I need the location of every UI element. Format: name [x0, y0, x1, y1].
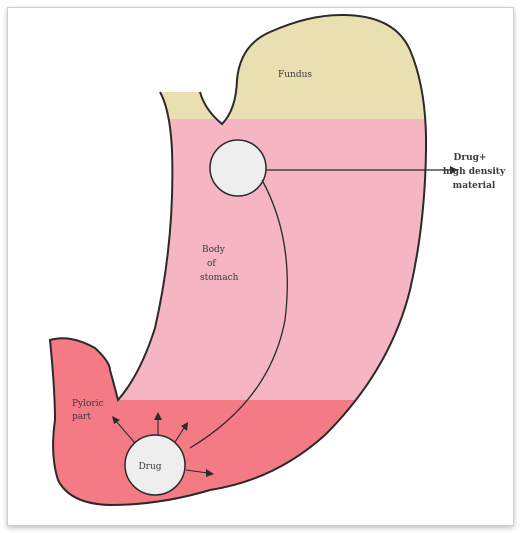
drug-material-label-line2: high density	[443, 167, 506, 177]
fundus-label: Fundus	[278, 70, 312, 80]
pyloric-label-line2: part	[72, 412, 91, 422]
drug-material-label-line1: Drug+	[454, 153, 487, 163]
drug-pellet-upper	[210, 140, 266, 196]
pyloric-region-left	[0, 330, 120, 410]
drug-material-label-line3: material	[453, 181, 496, 191]
body-label-line1: Body	[202, 245, 226, 255]
body-label-line2: of	[207, 259, 216, 269]
fundus-region	[0, 0, 521, 119]
body-label-line3: stomach	[200, 273, 239, 283]
drug-pellet-label: Drug	[138, 462, 161, 472]
pyloric-label-line1: Pyloric	[72, 399, 104, 409]
